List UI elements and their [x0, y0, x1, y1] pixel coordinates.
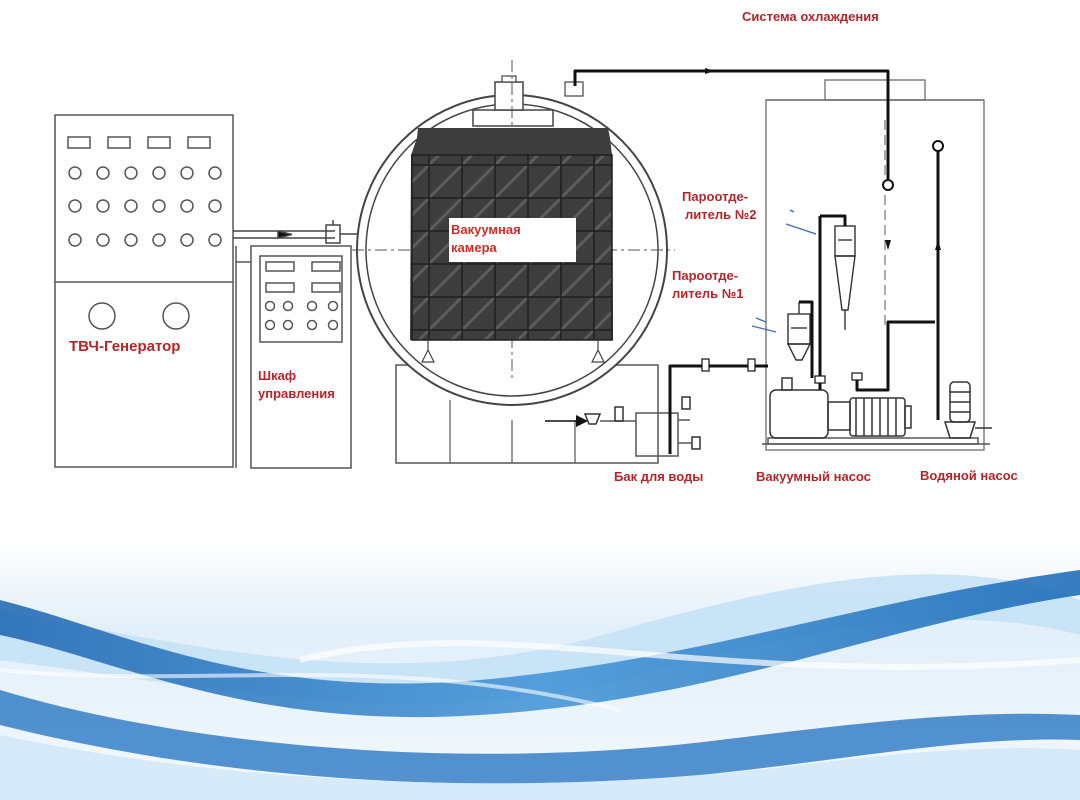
label-separator-2-2: литель №2	[685, 207, 757, 222]
generator-feed-line	[233, 220, 370, 244]
label-vacuum-chamber-1: Вакуумная	[451, 222, 521, 237]
label-control-cabinet-1: Шкаф	[258, 368, 297, 383]
cooling-tower	[765, 79, 985, 451]
vacuum-pump	[769, 377, 912, 439]
water-tank	[545, 396, 701, 457]
chamber-supports	[421, 340, 605, 363]
pump-base	[762, 437, 990, 445]
label-water-tank: Бак для воды	[614, 469, 704, 484]
label-separator-2-1: Пароотде-	[682, 189, 749, 204]
pipe-valves	[701, 358, 863, 384]
callout-marks	[751, 209, 817, 333]
control-cabinet	[235, 245, 352, 469]
decorative-wave-band	[0, 540, 1080, 800]
label-hf-generator: ТВЧ-Генератор	[69, 338, 181, 355]
water-pump	[943, 381, 992, 439]
pipes	[573, 69, 940, 454]
label-control-cabinet-2: управления	[258, 386, 335, 401]
label-separator-1-1: Пароотде-	[672, 268, 739, 283]
generator-knobs	[68, 166, 222, 247]
equipment-diagram	[54, 60, 992, 469]
steam-separator-1	[786, 302, 812, 361]
steam-separator-2	[834, 225, 856, 330]
label-vacuum-chamber-2: камера	[451, 240, 497, 255]
label-cooling-system: Система охлаждения	[742, 9, 879, 24]
hf-generator	[54, 114, 234, 468]
label-water-pump: Водяной насос	[920, 468, 1018, 483]
vacuum-chamber	[352, 60, 675, 464]
label-vacuum-pump: Вакуумный насос	[756, 469, 871, 484]
generator-round-port-right	[162, 302, 190, 330]
label-separator-1-2: литель №1	[672, 286, 744, 301]
generator-indicators	[67, 136, 211, 149]
generator-round-port-left	[88, 302, 116, 330]
